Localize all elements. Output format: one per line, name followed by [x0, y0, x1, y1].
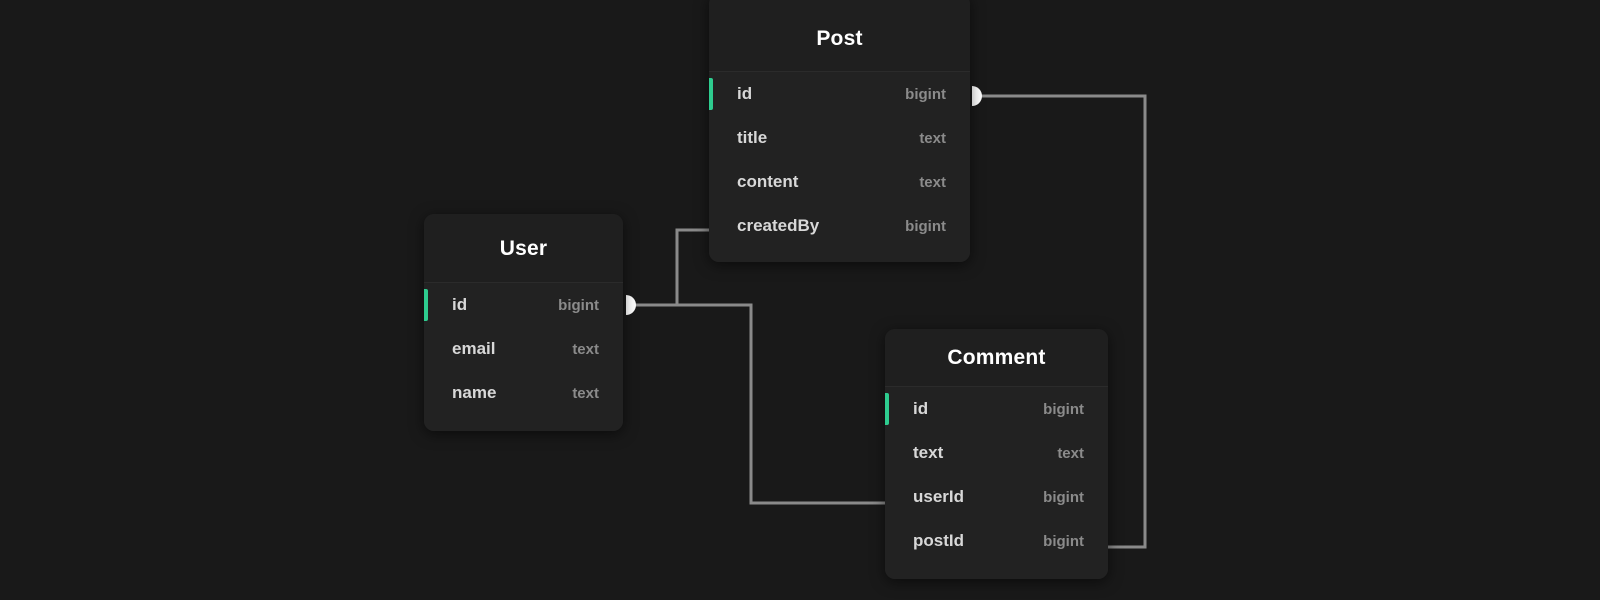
field-row-post-createdby[interactable]: createdBy bigint: [709, 204, 970, 248]
table-title: Post: [816, 27, 863, 50]
field-name: createdBy: [737, 216, 820, 235]
field-row-comment-id[interactable]: id bigint: [885, 387, 1108, 431]
field-type: text: [919, 173, 946, 191]
table-title: Comment: [947, 346, 1046, 369]
primary-key-accent-icon: [709, 78, 713, 110]
field-row-comment-postid[interactable]: postId bigint: [885, 519, 1108, 563]
field-name: id: [913, 399, 929, 418]
field-row-comment-text[interactable]: text text: [885, 431, 1108, 475]
table-header-post: Post: [709, 0, 970, 72]
field-row-user-email[interactable]: email text: [424, 327, 623, 371]
field-type: text: [572, 340, 599, 358]
field-name: text: [913, 443, 944, 462]
relation-line: [626, 228, 709, 307]
field-type: bigint: [1043, 532, 1084, 550]
table-body-user: id bigint email text name text: [424, 283, 623, 431]
field-row-comment-userid[interactable]: userId bigint: [885, 475, 1108, 519]
table-card-post[interactable]: Post id bigint title text content text c…: [709, 0, 970, 262]
field-name: postId: [913, 531, 964, 550]
field-name: userId: [913, 487, 965, 506]
field-name: name: [452, 383, 497, 402]
table-card-user[interactable]: User id bigint email text name text: [424, 214, 623, 431]
primary-key-accent-icon: [424, 289, 428, 321]
table-header-user: User: [424, 214, 623, 283]
table-title: User: [499, 236, 548, 260]
primary-key-accent-icon: [885, 393, 889, 425]
relation-endpoint-marker-icon: [972, 86, 982, 106]
field-name: id: [452, 295, 468, 314]
field-row-post-id[interactable]: id bigint: [709, 72, 970, 116]
field-name: title: [737, 128, 768, 147]
relation-endpoint-marker-icon: [626, 295, 636, 315]
field-row-post-content[interactable]: content text: [709, 160, 970, 204]
field-row-user-id[interactable]: id bigint: [424, 283, 623, 327]
field-type: bigint: [1043, 400, 1084, 418]
field-type: text: [572, 384, 599, 402]
field-row-user-name[interactable]: name text: [424, 371, 623, 415]
field-type: text: [1057, 444, 1084, 462]
field-type: text: [919, 129, 946, 147]
field-type: bigint: [905, 217, 946, 235]
table-body-comment: id bigint text text userId bigint postId…: [885, 387, 1108, 579]
field-type: bigint: [558, 296, 599, 314]
table-header-comment: Comment: [885, 329, 1108, 387]
field-name: id: [737, 84, 753, 103]
table-body-post: id bigint title text content text create…: [709, 72, 970, 262]
field-name: email: [452, 339, 496, 358]
relation-line: [626, 303, 885, 505]
field-type: bigint: [1043, 488, 1084, 506]
field-row-post-title[interactable]: title text: [709, 116, 970, 160]
table-card-comment[interactable]: Comment id bigint text text userId bigin…: [885, 329, 1108, 579]
field-name: content: [737, 172, 799, 191]
field-type: bigint: [905, 85, 946, 103]
